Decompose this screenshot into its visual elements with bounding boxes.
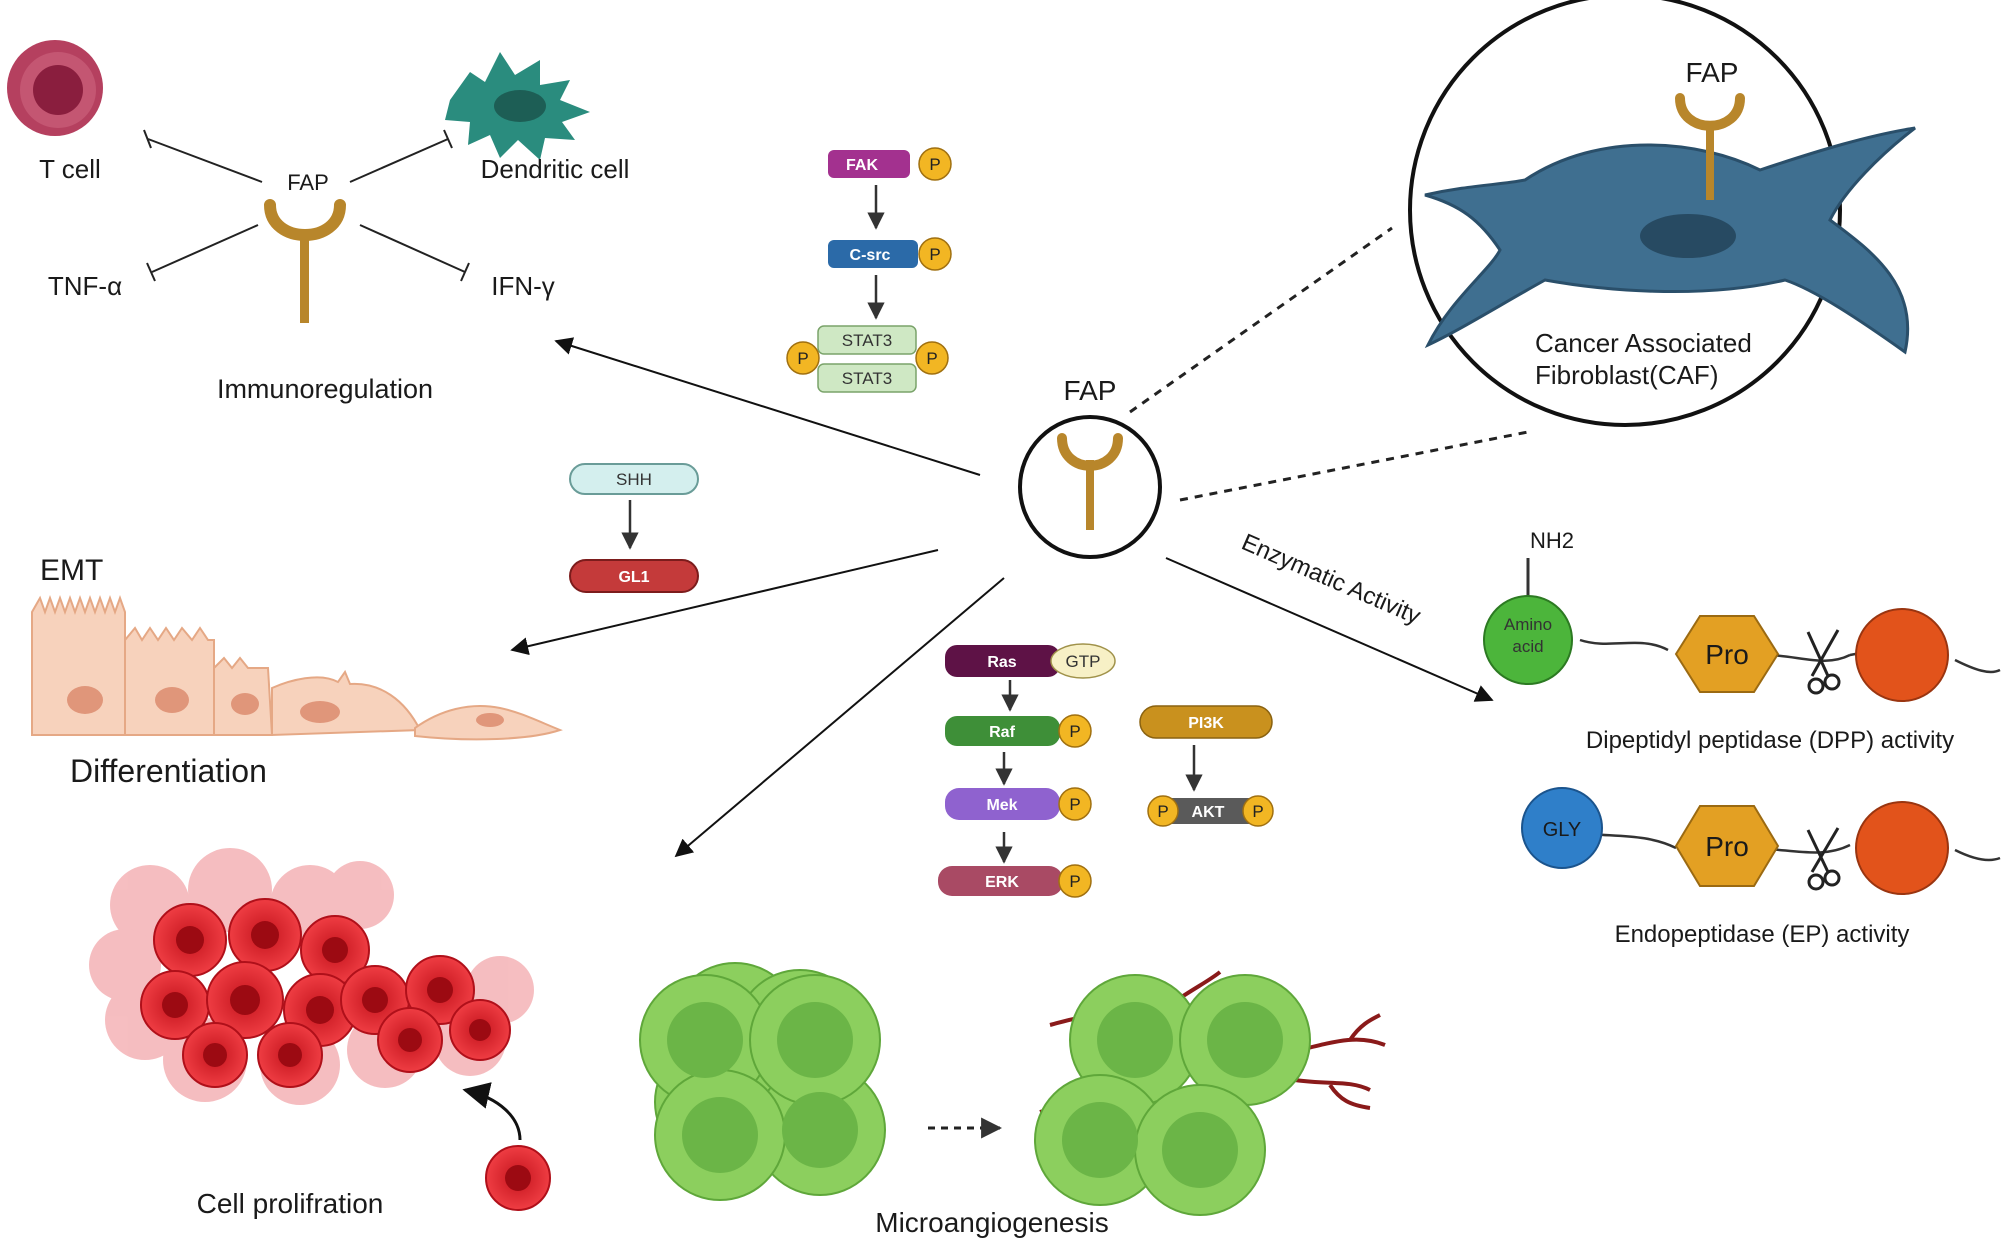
inhibition-lines: [143, 129, 470, 282]
fak-label: FAK: [846, 157, 878, 174]
shh-pathway: SHH GL1: [569, 463, 699, 593]
cell-proliferation-title: Cell prolifration: [197, 1188, 384, 1219]
gtp-label: GTP: [1066, 652, 1101, 671]
erk-p-label: P: [1069, 872, 1080, 891]
raf-p-label: P: [1069, 722, 1080, 741]
emt-label: EMT: [40, 554, 103, 587]
dendritic-cell-label: Dendritic cell: [481, 154, 630, 184]
ras-label: Ras: [987, 654, 1016, 671]
gl1-label: GL1: [618, 569, 649, 586]
stat3-p-left: P: [797, 349, 808, 368]
epithelial-nuclei: [67, 686, 504, 727]
immunoregulation-title: Immunoregulation: [217, 374, 433, 404]
microangiogenesis-panel: Microangiogenesis: [639, 962, 1386, 1238]
ep-label: Endopeptidase (EP) activity: [1615, 921, 1910, 948]
caf-fap-receptor-icon: [1675, 93, 1745, 200]
cell-proliferation-panel: Cell prolifration: [89, 848, 551, 1219]
single-tumor-cell-icon: [485, 1145, 551, 1211]
fak-box: [828, 150, 910, 178]
akt-p-left: P: [1157, 802, 1168, 821]
scissors-icon-2: [1806, 827, 1841, 891]
csrc-box: [828, 240, 918, 268]
differentiation-title: Differentiation: [70, 753, 267, 789]
amino-label-2: acid: [1512, 637, 1543, 656]
akt-label: AKT: [1192, 804, 1225, 821]
mek-p-label: P: [1069, 795, 1080, 814]
tnf-label: TNF-α: [48, 271, 122, 301]
center-fap-label: FAP: [1064, 375, 1117, 406]
pi3k-label: PI3K: [1188, 715, 1224, 732]
center-fap: FAP: [1018, 375, 1162, 559]
caf-label-line1: Cancer Associated: [1535, 328, 1752, 358]
erk-label: ERK: [985, 874, 1019, 891]
t-cell-label: T cell: [39, 154, 101, 184]
ifn-label: IFN-γ: [491, 271, 555, 301]
stat3-b-label: STAT3: [842, 369, 892, 388]
center-fap-receptor-icon: [1057, 433, 1123, 530]
dpp-label: Dipeptidyl peptidase (DPP) activity: [1586, 727, 1954, 754]
caf-cell-icon: [1424, 126, 1916, 355]
ras-pathway: Ras GTP Raf P Mek P ERK P PI3K AKT P P: [938, 643, 1274, 898]
stat3-a-label: STAT3: [842, 331, 892, 350]
akt-p-right: P: [1252, 802, 1263, 821]
immuno-fap-label: FAP: [287, 170, 329, 195]
immuno-fap-receptor-icon: [264, 199, 346, 323]
shh-label: SHH: [616, 470, 652, 489]
amino-label-1: Amino: [1504, 615, 1552, 634]
scissors-icon-1: [1806, 629, 1841, 695]
t-cell-icon: [7, 40, 103, 136]
pro-label-2: Pro: [1705, 831, 1749, 862]
microangiogenesis-title: Microangiogenesis: [875, 1207, 1108, 1238]
enzymatic-panel: NH2 Amino acid Pro Dipeptidyl peptidase …: [1483, 528, 2001, 948]
gly-label: GLY: [1543, 819, 1582, 841]
center-arrows: [510, 337, 1494, 858]
dendritic-cell-icon: [445, 52, 590, 160]
raf-label: Raf: [989, 724, 1015, 741]
green-cells-before-icon: [639, 962, 886, 1201]
caf-label-line2: Fibroblast(CAF): [1535, 360, 1718, 390]
tumor-cluster-icon: [89, 848, 534, 1105]
immunoregulation-panel: T cell Dendritic cell FAP TNF-α IFN-γ Im…: [7, 40, 629, 404]
caf-fap-label: FAP: [1686, 57, 1739, 88]
pro-label-1: Pro: [1705, 639, 1749, 670]
enzymatic-activity-label: Enzymatic Activity: [1238, 529, 1425, 630]
nh2-label: NH2: [1530, 528, 1574, 553]
green-cells-after-icon: [1034, 974, 1311, 1216]
csrc-p-label: P: [929, 245, 940, 264]
caf-panel: FAP Cancer Associated Fibroblast(CAF): [1408, 0, 1916, 427]
csrc-label: C-src: [850, 247, 891, 264]
fak-pathway: FAK P C-src P STAT3 STAT3 P P: [786, 147, 952, 393]
fak-p-label: P: [929, 155, 940, 174]
stat3-p-right: P: [926, 349, 937, 368]
mek-label: Mek: [986, 797, 1017, 814]
emt-panel: EMT Differentiation: [31, 554, 563, 789]
